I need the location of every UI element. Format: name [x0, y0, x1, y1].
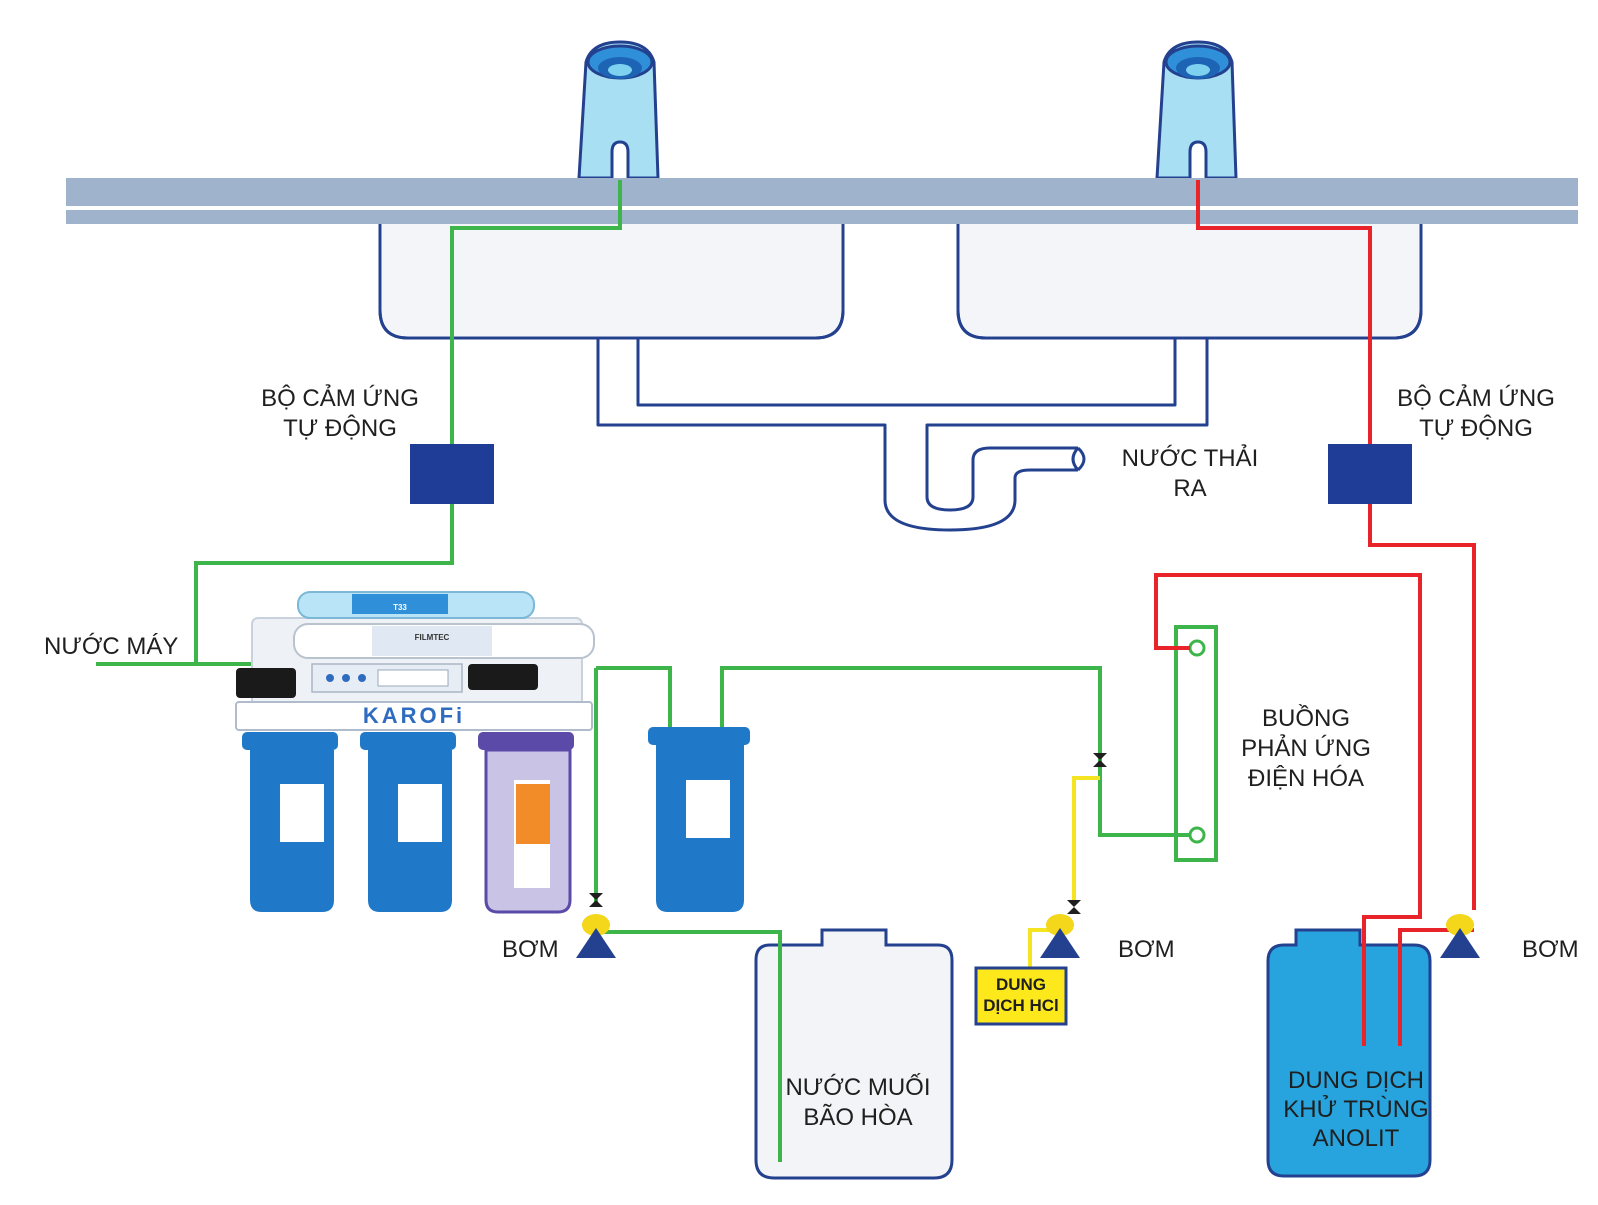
label-hcl-tank: DUNG DỊCH HCl: [983, 975, 1059, 1015]
label-sensor-left: BỘ CẢM ỨNG TỰ ĐỘNG: [261, 383, 419, 442]
membrane-label: FILMTEC: [415, 633, 450, 642]
anolyte-tank: [1266, 928, 1432, 1178]
pump-icon-1: [576, 914, 616, 958]
anolyte-line-2: KHỬ TRÙNG: [1283, 1094, 1428, 1123]
waste-water-line-1: NƯỚC THẢI: [1122, 443, 1259, 472]
hcl-tank: [974, 966, 1068, 1026]
label-anolyte-tank: DUNG DỊCH KHỬ TRÙNG ANOLIT: [1283, 1067, 1428, 1152]
label-pump-1: BƠM: [502, 936, 559, 963]
brand-logo: KAROFi: [363, 703, 465, 728]
countertop: [66, 178, 1578, 224]
purifier-stage-number: T33: [393, 603, 407, 612]
label-salt-tank: NƯỚC MUỐI BÃO HÒA: [785, 1073, 930, 1131]
valve-icon: [589, 753, 1107, 914]
sensor-box-left: [410, 444, 494, 504]
pump-icon-2: [1040, 914, 1080, 958]
sink-basin-fill: [382, 224, 1419, 336]
sensor-left-line-1: BỘ CẢM ỨNG: [261, 383, 419, 412]
salt-tank-line-1: NƯỚC MUỐI: [785, 1073, 930, 1101]
sensor-right-line-2: TỰ ĐỘNG: [1419, 414, 1533, 442]
reaction-chamber: [1174, 625, 1218, 862]
label-sensor-right: BỘ CẢM ỨNG TỰ ĐỘNG: [1397, 383, 1555, 442]
sensor-left-line-2: TỰ ĐỘNG: [283, 414, 397, 442]
salt-tank-line-2: BÃO HÒA: [803, 1104, 912, 1131]
hcl-line-1: DUNG: [996, 975, 1046, 994]
pump-icon-3: [1440, 914, 1480, 958]
water-purifier-machine: T33 FILMTEC KAROFi: [235, 591, 595, 914]
label-reaction-chamber: BUỒNG PHẢN ỨNG ĐIỆN HÓA: [1241, 704, 1371, 792]
label-pump-3: BƠM: [1522, 936, 1579, 963]
label-tap-water: NƯỚC MÁY: [44, 633, 178, 660]
salt-water-tank: [754, 928, 954, 1180]
chamber-line-2: PHẢN ỨNG: [1241, 733, 1371, 762]
anolyte-line-1: DUNG DỊCH: [1288, 1067, 1424, 1094]
faucet-right: [1155, 40, 1238, 180]
cartridge-3: [478, 732, 574, 914]
chamber-line-1: BUỒNG: [1262, 704, 1350, 732]
label-pump-2: BƠM: [1118, 936, 1175, 963]
cartridge-1: [242, 732, 338, 912]
cartridge-2: [360, 732, 456, 912]
label-waste-water: NƯỚC THẢI RA: [1122, 443, 1259, 502]
sensor-box-right: [1328, 444, 1412, 504]
anolyte-line-3: ANOLIT: [1313, 1125, 1400, 1152]
green-pipe-faucet: [96, 180, 622, 666]
waste-water-line-2: RA: [1173, 475, 1206, 502]
sensor-right-line-1: BỘ CẢM ỨNG: [1397, 383, 1555, 412]
chamber-line-3: ĐIỆN HÓA: [1248, 765, 1364, 792]
faucet-left: [577, 40, 660, 180]
hcl-line-2: DỊCH HCl: [983, 996, 1059, 1015]
extra-cartridge: [648, 727, 750, 912]
red-pipe-faucet: [1196, 180, 1476, 910]
